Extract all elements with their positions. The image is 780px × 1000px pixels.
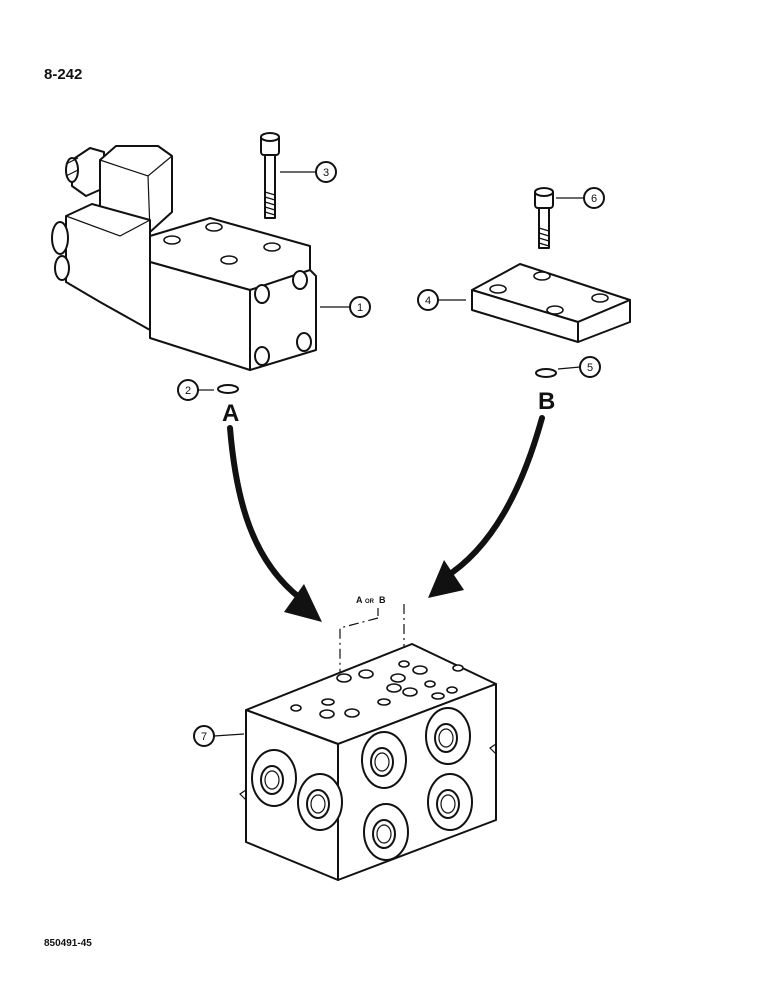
bolt-6 bbox=[534, 187, 554, 249]
solenoid-valve bbox=[51, 145, 317, 371]
callout-4: 4 bbox=[417, 289, 466, 311]
port-left-1 bbox=[251, 749, 297, 807]
svg-text:7: 7 bbox=[201, 731, 207, 743]
port-left-2 bbox=[297, 773, 343, 831]
o-ring-5 bbox=[535, 368, 557, 378]
svg-text:A: A bbox=[356, 595, 363, 605]
svg-text:6: 6 bbox=[591, 193, 597, 205]
o-ring-2 bbox=[217, 384, 239, 394]
svg-text:OR: OR bbox=[365, 599, 375, 605]
arrow-a bbox=[227, 425, 322, 622]
callout-7: 7 bbox=[193, 725, 245, 747]
svg-text:3: 3 bbox=[323, 167, 329, 179]
arrow-b bbox=[428, 415, 545, 598]
svg-text:1: 1 bbox=[357, 302, 363, 314]
port-right-top-left bbox=[361, 731, 407, 789]
a-or-b-label: A OR B bbox=[356, 595, 386, 605]
figure-code: 850491-45 bbox=[44, 938, 92, 949]
callout-3: 3 bbox=[280, 161, 337, 183]
cover-plate bbox=[471, 263, 631, 343]
svg-text:2: 2 bbox=[185, 385, 191, 397]
callout-1: 1 bbox=[320, 296, 371, 318]
manifold-block bbox=[239, 643, 497, 881]
group-letter-b: B bbox=[538, 388, 555, 415]
svg-text:5: 5 bbox=[587, 362, 593, 374]
page-number: 8-242 bbox=[44, 66, 82, 83]
port-right-bottom-left bbox=[363, 803, 409, 861]
svg-text:B: B bbox=[379, 595, 386, 605]
callout-6: 6 bbox=[556, 187, 605, 209]
callout-2: 2 bbox=[177, 379, 214, 401]
callout-5: 5 bbox=[557, 356, 601, 378]
bolt-3 bbox=[260, 132, 280, 219]
port-right-bottom-right bbox=[427, 773, 473, 831]
port-right-top-right bbox=[425, 707, 471, 765]
svg-text:4: 4 bbox=[425, 295, 431, 307]
group-letter-a: A bbox=[222, 400, 239, 427]
